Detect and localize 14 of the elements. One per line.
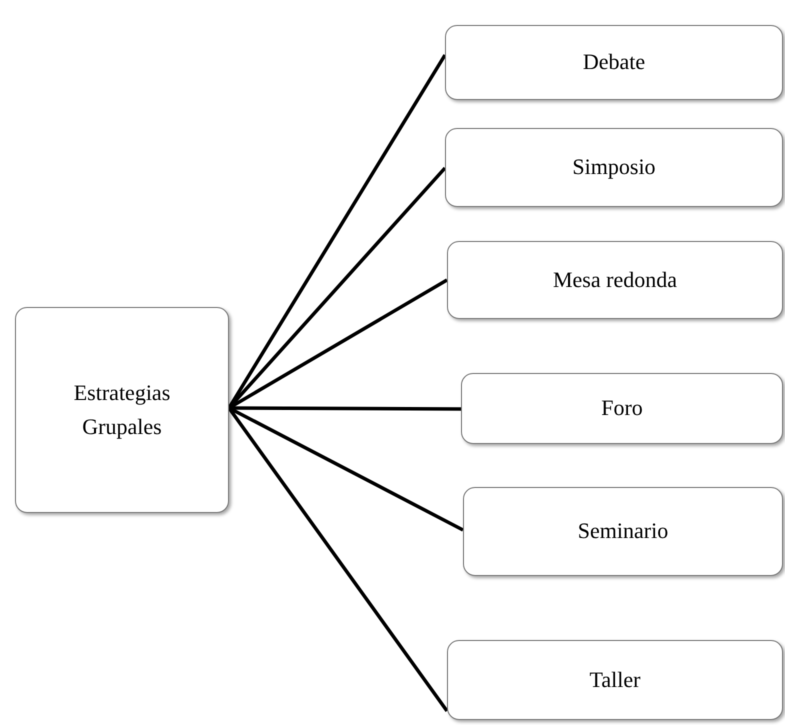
node-label: Simposio <box>572 153 656 182</box>
term-box <box>445 128 783 207</box>
node-label: Estrategias Grupales <box>72 378 172 441</box>
node-label: Debate <box>582 48 646 76</box>
node-label: Mesa redonda <box>552 266 677 294</box>
term-box <box>447 241 783 319</box>
center-box <box>15 307 229 513</box>
node-label: Seminario <box>578 517 668 546</box>
term-box <box>445 25 783 100</box>
term-box <box>463 487 783 576</box>
term-box <box>461 373 783 444</box>
node-label: Foro <box>601 394 643 422</box>
node-label: Taller <box>590 666 640 694</box>
term-box <box>447 640 783 720</box>
